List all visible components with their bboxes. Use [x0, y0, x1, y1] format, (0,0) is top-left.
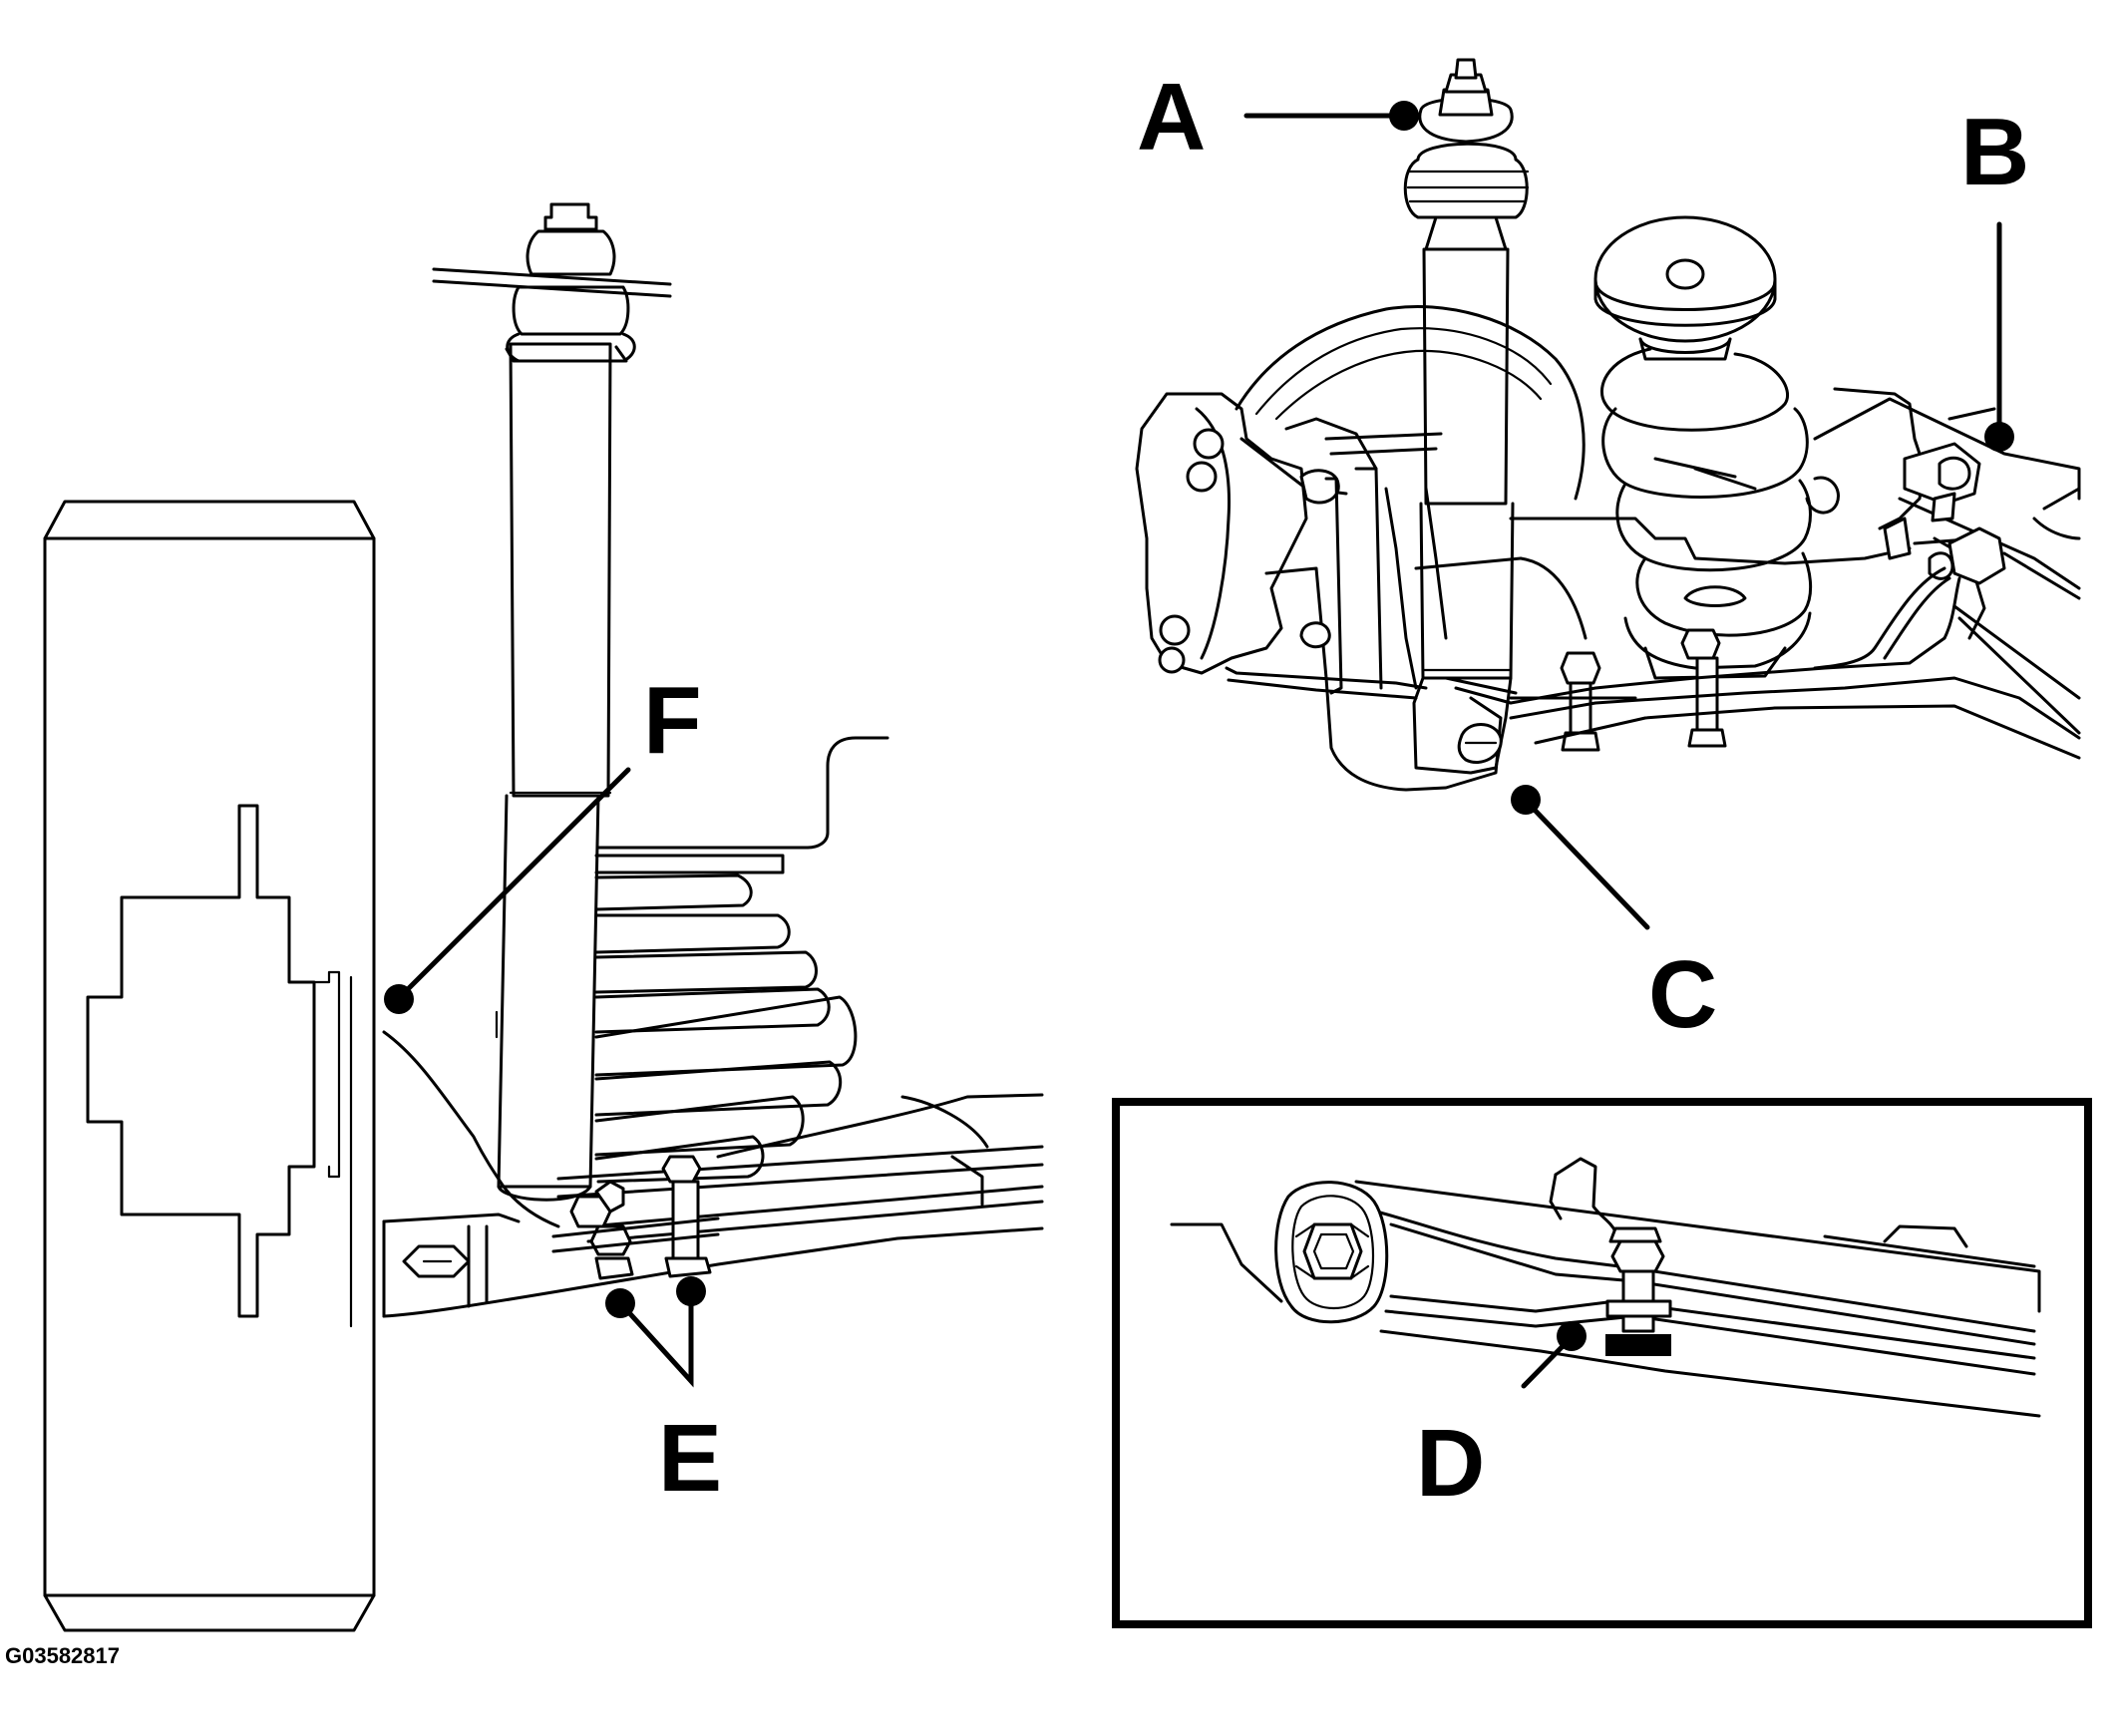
callout-label-f: F [643, 667, 702, 774]
detail-inset [1112, 1098, 2092, 1628]
strut [1403, 58, 1530, 775]
leader-line-e [620, 1291, 694, 1388]
coil-spring [594, 854, 858, 1184]
callout-label-e: E [658, 1405, 722, 1512]
bolt-d [1605, 1226, 1672, 1356]
callout-label-c: C [1648, 941, 1717, 1048]
callout-dot-b [1984, 422, 2014, 452]
mount-bracket-b [1813, 442, 2006, 670]
callout-label-b: B [1960, 99, 2029, 205]
callout-dot-c [1511, 785, 1541, 815]
bushing [1274, 1181, 1389, 1324]
callout-dot-d [1557, 1321, 1587, 1351]
shock-absorber [432, 202, 672, 1202]
leader-line-f [399, 767, 631, 998]
callout-dot-a [1389, 101, 1419, 131]
callout-label-a: A [1137, 64, 1206, 171]
callout-d-group: D [1416, 1321, 1587, 1517]
leader-line-c [1525, 800, 1650, 930]
wheel-hub [86, 804, 316, 1318]
callout-f-group: F [384, 667, 702, 1014]
figure-id: G03582817 [5, 1643, 120, 1668]
callout-e-group: E [605, 1276, 722, 1512]
left-view [43, 202, 1044, 1632]
body-shell [781, 736, 889, 850]
callout-dot-e-right [676, 1276, 706, 1306]
tire [43, 500, 376, 1632]
brake-caliper [1135, 392, 1348, 675]
callout-dot-f [384, 984, 414, 1014]
lower-mount-bolts [551, 1155, 720, 1280]
upper-spring-seat [1593, 215, 1777, 361]
callout-label-d: D [1416, 1410, 1485, 1517]
callout-a-group: A [1137, 64, 1419, 171]
upper-right-view [1135, 58, 2081, 792]
coil-spring-right [1600, 347, 1840, 637]
callout-b-group: B [1960, 99, 2029, 452]
inset-frame [1112, 1098, 2092, 1628]
brake-line [1225, 666, 1428, 690]
callout-c-group: C [1511, 785, 1717, 1048]
rear-axle [382, 1030, 1044, 1318]
brake-disc [1235, 305, 1586, 501]
callout-dot-e-left [605, 1288, 635, 1318]
knuckle [1264, 566, 1503, 792]
